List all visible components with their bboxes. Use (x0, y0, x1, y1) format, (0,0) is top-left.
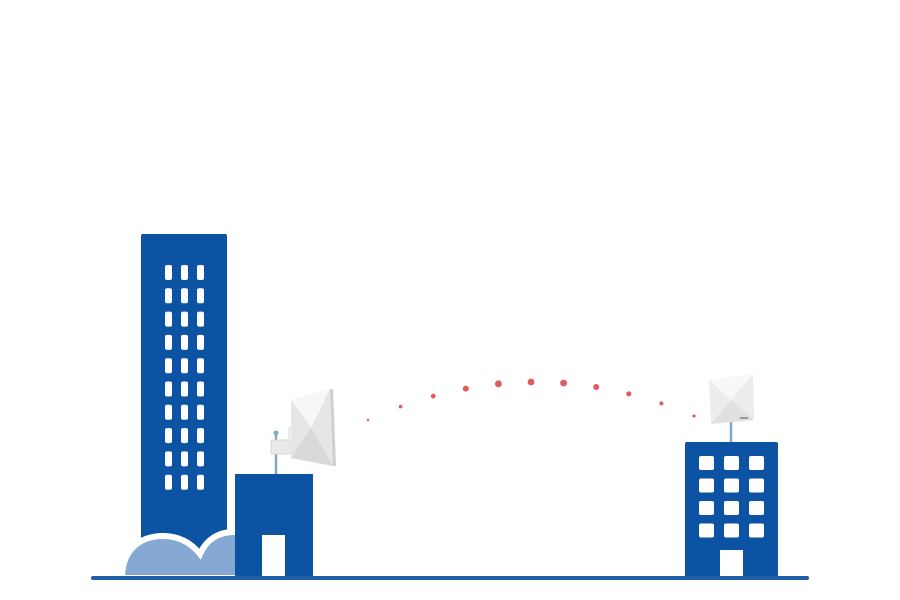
window (165, 381, 172, 397)
window (181, 474, 188, 490)
panel-antenna-facet (709, 374, 753, 400)
right-building-door (720, 550, 743, 578)
window (165, 474, 172, 490)
window (197, 265, 204, 280)
window (197, 474, 204, 490)
window (197, 358, 204, 374)
antenna-led (740, 417, 748, 419)
signal-dot (560, 379, 567, 387)
window (749, 478, 764, 493)
panel-antenna-edge (330, 389, 336, 466)
window (181, 334, 188, 350)
window (197, 288, 204, 304)
window (724, 456, 739, 470)
window (197, 428, 204, 444)
signal-dot (593, 384, 600, 390)
window (165, 428, 172, 444)
window (197, 381, 204, 397)
signal-dot (430, 393, 436, 399)
window (197, 334, 204, 350)
panel-antenna-facet (291, 389, 330, 428)
window (181, 404, 188, 420)
window (181, 288, 188, 304)
window (197, 404, 204, 420)
window (165, 358, 172, 374)
mast-tip (273, 430, 279, 436)
window (699, 501, 714, 515)
signal-dot (626, 391, 632, 397)
window (181, 428, 188, 444)
window (165, 265, 172, 280)
right-antenna (709, 374, 754, 442)
window (699, 523, 714, 538)
window (197, 311, 204, 327)
window (724, 523, 739, 538)
window (749, 456, 764, 470)
window (165, 311, 172, 327)
signal-dot (659, 401, 664, 406)
ground-line (91, 576, 809, 580)
window (181, 265, 188, 280)
window (749, 523, 764, 538)
tall-building (141, 234, 227, 554)
small-building-door (262, 535, 285, 578)
signal-link (366, 378, 696, 422)
signal-dot (398, 404, 403, 409)
right-building-windows (699, 456, 764, 538)
window (165, 451, 172, 467)
window (724, 478, 739, 493)
window (181, 311, 188, 327)
signal-dot (527, 378, 535, 386)
signal-dot (692, 414, 696, 418)
signal-dot (495, 380, 502, 388)
window (165, 334, 172, 350)
signal-dot (366, 418, 370, 422)
window (749, 501, 764, 515)
window (165, 288, 172, 304)
window (197, 451, 204, 467)
tall-building-windows (165, 265, 204, 490)
window (165, 404, 172, 420)
panel-antenna-shadow (291, 428, 333, 466)
right-building (685, 442, 778, 578)
small-building (235, 474, 313, 578)
window (724, 501, 739, 515)
window (699, 456, 714, 470)
window (699, 478, 714, 493)
window (181, 381, 188, 397)
window (181, 451, 188, 467)
signal-dot (462, 385, 469, 392)
left-antenna (270, 389, 336, 474)
window (181, 358, 188, 374)
